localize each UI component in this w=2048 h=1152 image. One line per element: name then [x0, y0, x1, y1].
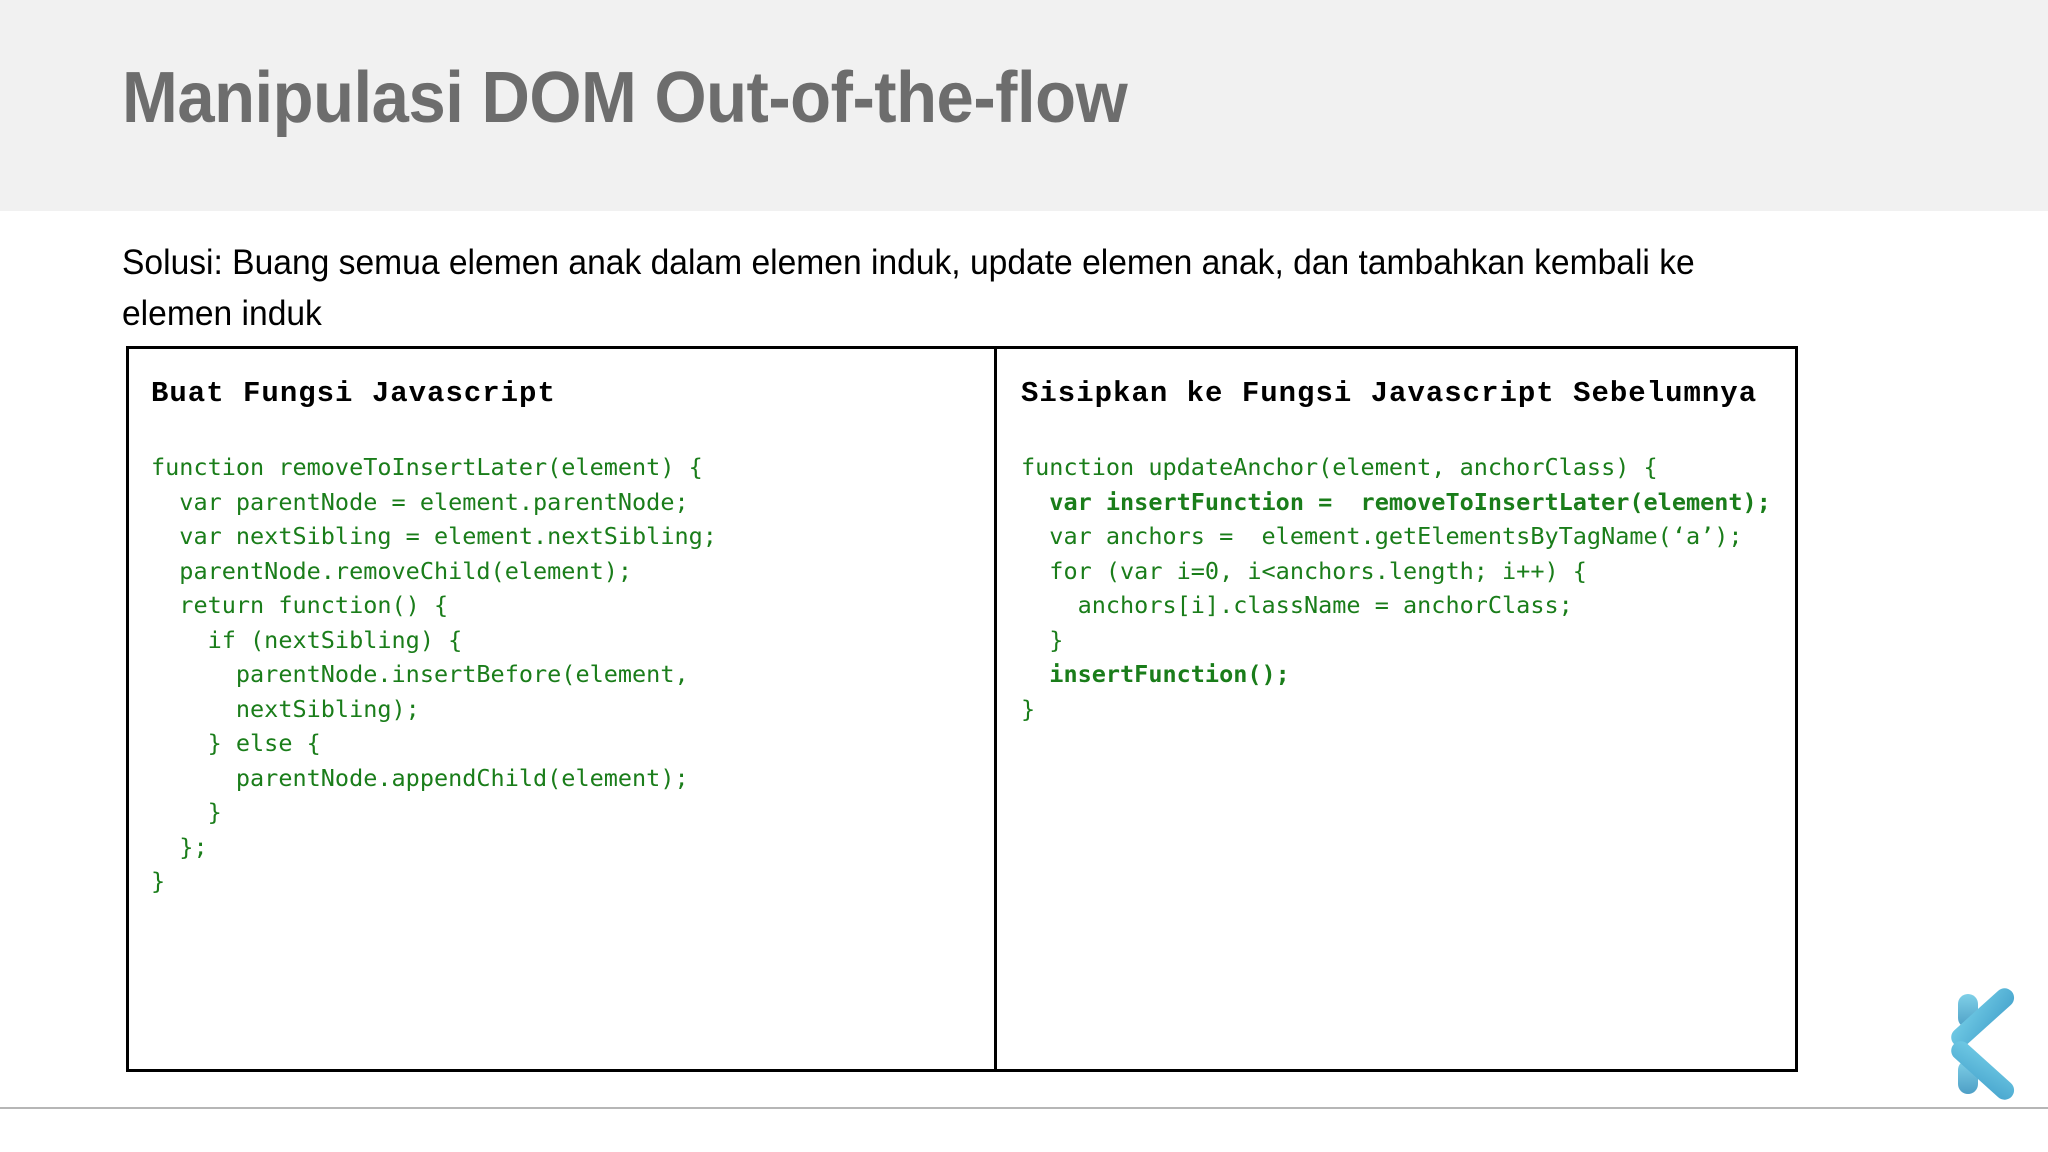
code-line: } else {	[151, 729, 321, 757]
code-line: function removeToInsertLater(element) {	[151, 453, 703, 481]
code-line: parentNode.insertBefore(element,	[151, 660, 689, 688]
slide-header-band	[0, 0, 2048, 211]
kodepos-k-logo-icon	[1932, 988, 2036, 1100]
code-line: }	[151, 798, 222, 826]
left-code-block: function removeToInsertLater(element) { …	[151, 450, 994, 899]
right-panel-heading: Sisipkan ke Fungsi Javascript Sebelumnya	[1021, 377, 1758, 410]
code-line: parentNode.appendChild(element);	[151, 763, 689, 792]
code-line: var insertFunction = removeToInsertLater…	[1021, 487, 1771, 516]
code-comparison-frame: Buat Fungsi Javascript function removeTo…	[126, 346, 1798, 1072]
code-line: var parentNode = element.parentNode;	[151, 487, 689, 516]
right-code-block: function updateAnchor(element, anchorCla…	[1021, 450, 1795, 726]
left-panel-heading: Buat Fungsi Javascript	[151, 377, 556, 410]
code-line: };	[151, 832, 208, 861]
code-line: anchors[i].className = anchorClass;	[1021, 591, 1573, 619]
code-panel-left: Buat Fungsi Javascript function removeTo…	[129, 349, 997, 1069]
code-panel-right: Sisipkan ke Fungsi Javascript Sebelumnya…	[997, 349, 1795, 1069]
code-line: }	[1021, 694, 1036, 723]
slide-subtitle: Solusi: Buang semua elemen anak dalam el…	[122, 243, 1695, 333]
code-line: parentNode.removeChild(element);	[151, 556, 633, 585]
footer-divider	[0, 1107, 2048, 1109]
code-line: insertFunction();	[1021, 660, 1290, 688]
code-line: for (var i=0, i<anchors.length; i++) {	[1021, 556, 1587, 585]
code-line: }	[151, 867, 166, 895]
code-line: return function() {	[151, 591, 449, 619]
code-line: var anchors = element.getElementsByTagNa…	[1021, 522, 1743, 550]
code-line: nextSibling);	[151, 694, 420, 723]
code-line: }	[1021, 625, 1064, 654]
page-title: Manipulasi DOM Out-of-the-flow	[122, 58, 1128, 138]
code-line: function updateAnchor(element, anchorCla…	[1021, 453, 1658, 481]
code-line: if (nextSibling) {	[151, 625, 463, 654]
code-line: var nextSibling = element.nextSibling;	[151, 522, 717, 550]
